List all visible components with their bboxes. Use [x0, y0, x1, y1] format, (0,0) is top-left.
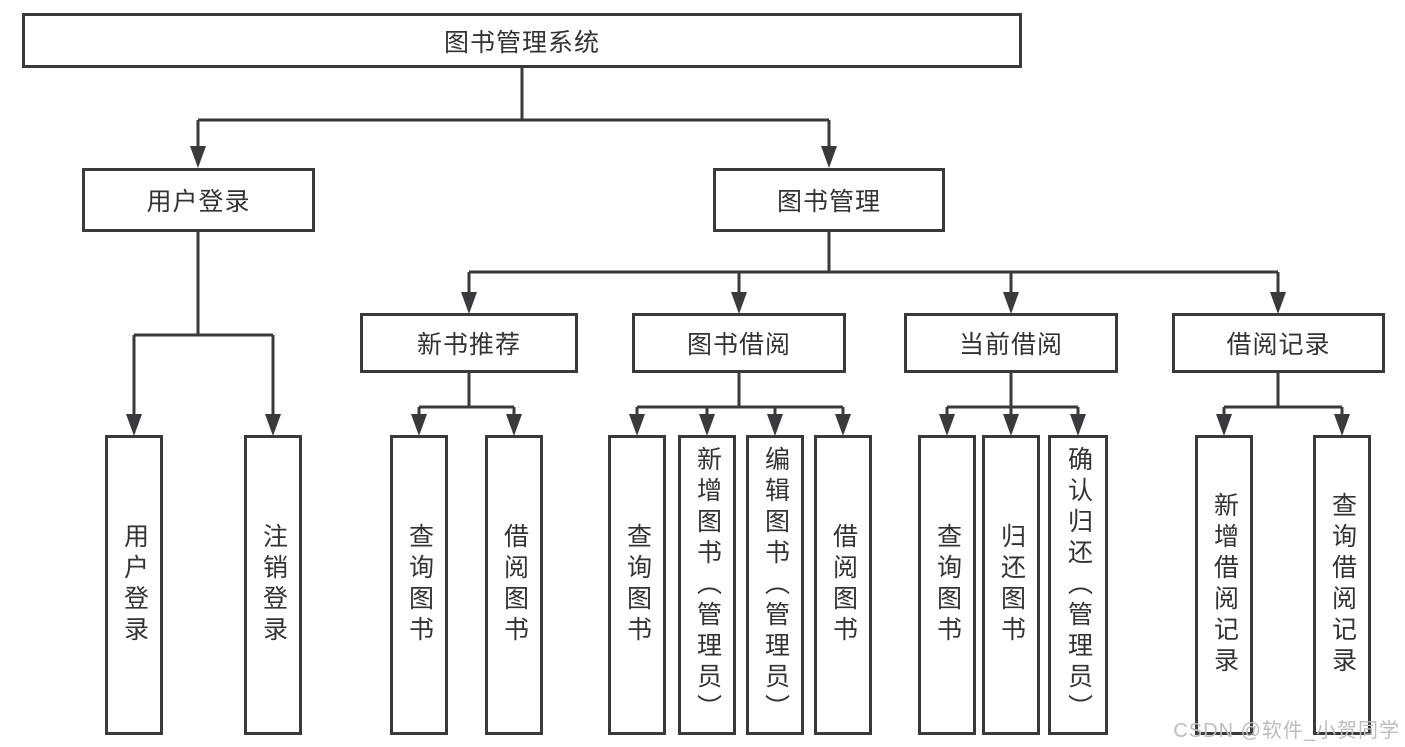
leaf-borrow-books: 借阅图书 — [814, 435, 872, 735]
leaf-recommend-borrow-books: 借阅图书 — [485, 435, 543, 735]
leaf-add-borrow-record: 新增借阅记录 — [1195, 435, 1253, 735]
node-new-book-recommend: 新书推荐 — [360, 313, 578, 373]
watermark: CSDN @软件_小贺同学 — [1173, 720, 1400, 742]
leaf-borrow-query-books: 查询图书 — [608, 435, 666, 735]
leaf-return-books: 归还图书 — [982, 435, 1040, 735]
leaf-confirm-return-admin: 确认归还（管理员） — [1048, 435, 1108, 735]
node-user-login: 用户登录 — [82, 168, 315, 232]
leaf-query-borrow-record: 查询借阅记录 — [1313, 435, 1371, 735]
leaf-current-query-books: 查询图书 — [918, 435, 976, 735]
leaf-edit-books-admin: 编辑图书（管理员） — [746, 435, 804, 735]
node-book-management: 图书管理 — [713, 168, 945, 232]
node-root: 图书管理系统 — [22, 13, 1022, 68]
leaf-user-login: 用户登录 — [105, 435, 163, 735]
node-book-borrow: 图书借阅 — [632, 313, 846, 373]
leaf-recommend-query-books: 查询图书 — [390, 435, 448, 735]
node-current-borrow: 当前借阅 — [904, 313, 1118, 373]
leaf-logout: 注销登录 — [244, 435, 302, 735]
node-borrow-records: 借阅记录 — [1172, 313, 1385, 373]
leaf-add-books-admin: 新增图书（管理员） — [678, 435, 736, 735]
